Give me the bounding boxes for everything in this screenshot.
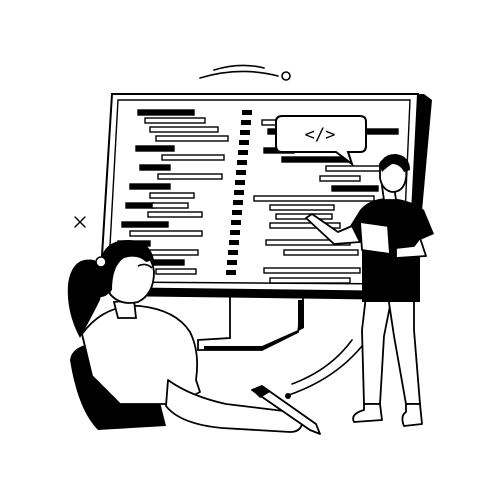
monitor-stand (197, 291, 306, 351)
code-gutter (226, 110, 252, 275)
decor-swoosh (285, 339, 363, 397)
decor-top-dot (281, 71, 291, 81)
pen-icon (251, 385, 321, 435)
code-icon: </> (305, 125, 336, 145)
decor-top-arcs (199, 64, 279, 79)
sitting-person (67, 240, 321, 435)
tablet-icon (359, 221, 391, 255)
decor-swoosh-dot (285, 393, 291, 399)
sparkle-icon (74, 216, 86, 228)
standing-person (305, 154, 434, 427)
code-bubble: </> (275, 115, 367, 167)
